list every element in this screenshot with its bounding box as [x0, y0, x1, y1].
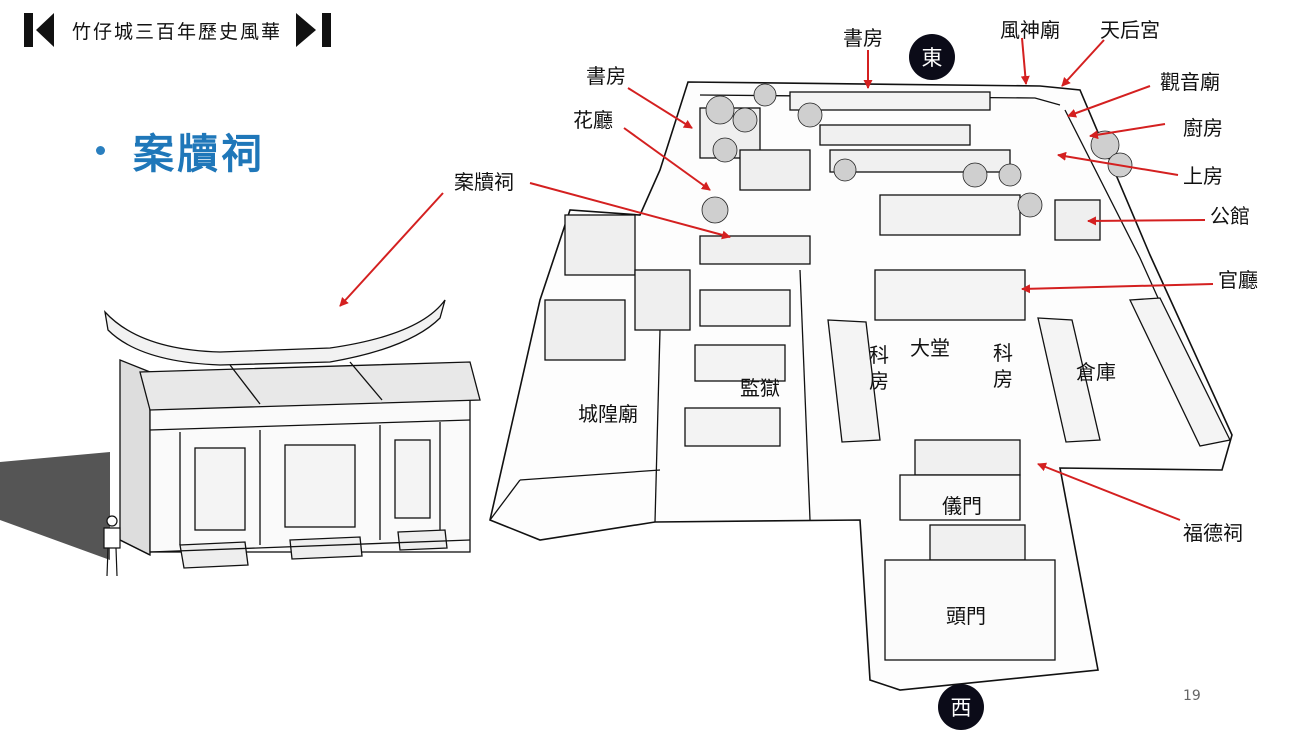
page-number: 19 — [1183, 688, 1201, 704]
label-guanyin-temple: 觀音廟 — [1160, 70, 1220, 94]
label-gongguan: 公館 — [1210, 204, 1250, 228]
person-figure — [103, 515, 121, 577]
label-warehouse: 倉庫 — [1076, 360, 1116, 384]
compass-west: 西 — [938, 684, 984, 730]
label-chenghuang-temple: 城隍廟 — [578, 402, 638, 426]
label-prison: 監獄 — [740, 376, 780, 400]
right-bracket-logo-icon — [296, 13, 332, 47]
arrow-shangfang — [1057, 151, 1179, 176]
arrow-fengshen — [1020, 37, 1030, 85]
pointer-arrows — [339, 37, 1214, 521]
slide-header: 竹仔城三百年歷史風華 — [22, 12, 336, 48]
left-bracket-logo-icon — [24, 13, 54, 47]
arrow-gongguan — [1087, 216, 1206, 226]
label-andu-shrine: 案牘祠 — [454, 170, 514, 194]
label-kitchen: 廚房 — [1183, 116, 1223, 140]
bullet-text: 案牘祠 — [133, 130, 265, 178]
label-fengshen-temple: 風神廟 — [1000, 18, 1060, 42]
label-kefang-right: 科房 — [993, 341, 1013, 391]
label-yimen: 儀門 — [942, 494, 982, 518]
compass-east: 東 — [909, 34, 955, 80]
label-shufang-left: 書房 — [586, 64, 626, 88]
label-guanting: 官廳 — [1218, 268, 1258, 292]
label-tianhou-temple: 天后宮 — [1100, 18, 1160, 42]
arrow-guanting — [1021, 283, 1214, 294]
compound-plan — [489, 81, 1233, 691]
shrine-illustration — [0, 299, 481, 569]
label-toumen: 頭門 — [946, 604, 986, 628]
arrow-andu — [529, 182, 731, 240]
arrow-tianhou — [1061, 39, 1105, 87]
arrow-shufang-left — [627, 87, 693, 129]
label-main-hall: 大堂 — [910, 336, 950, 360]
arrow-chufang — [1089, 123, 1166, 140]
bullet-dot-icon — [96, 145, 105, 155]
label-kefang-left: 科房 — [869, 343, 889, 393]
label-fude-shrine: 福德祠 — [1183, 521, 1243, 545]
bullet-item: 案牘祠 — [96, 120, 265, 180]
label-shufang-top: 書房 — [843, 26, 883, 50]
arrow-shrine-elevation — [339, 192, 444, 307]
header-title: 竹仔城三百年歷史風華 — [72, 20, 283, 43]
arrow-fudeci — [1037, 462, 1181, 521]
label-huating: 花廳 — [573, 108, 613, 132]
arrow-huating — [623, 127, 711, 191]
label-shangfang: 上房 — [1183, 164, 1223, 188]
tree-clusters — [701, 83, 1133, 224]
arrow-guanyin — [1067, 85, 1151, 118]
